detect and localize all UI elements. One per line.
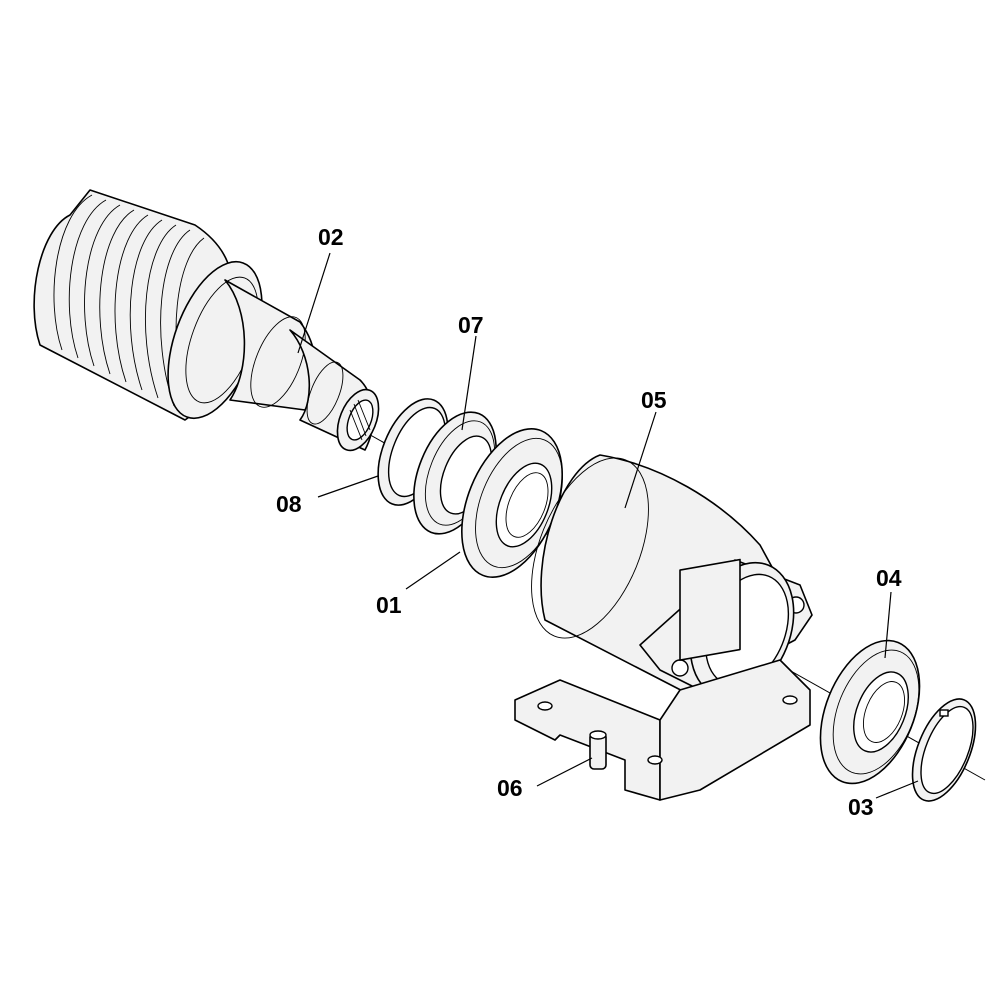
leader-04 xyxy=(884,591,892,659)
callout-07: 07 xyxy=(458,312,484,338)
leader-05 xyxy=(624,411,657,509)
part-02-finned-drum xyxy=(33,189,380,452)
leader-02 xyxy=(297,252,331,354)
callout-04: 04 xyxy=(876,565,902,591)
part-04-bearing xyxy=(819,639,921,785)
leader-08 xyxy=(317,475,379,498)
callout-03: 03 xyxy=(848,794,874,820)
callout-02: 02 xyxy=(318,224,344,250)
part-03-retaining-ring xyxy=(911,698,977,802)
callout-01: 01 xyxy=(376,592,402,618)
callout-08: 08 xyxy=(276,491,302,517)
callout-05: 05 xyxy=(641,387,667,413)
leader-07 xyxy=(461,335,477,431)
leader-06 xyxy=(536,757,593,787)
leader-03 xyxy=(875,780,919,799)
part-06-dowel-pin xyxy=(589,730,607,770)
part-01-bearing xyxy=(461,428,563,578)
leader-01 xyxy=(405,551,461,590)
callout-06: 06 xyxy=(497,775,523,801)
part-05-housing xyxy=(514,454,813,801)
